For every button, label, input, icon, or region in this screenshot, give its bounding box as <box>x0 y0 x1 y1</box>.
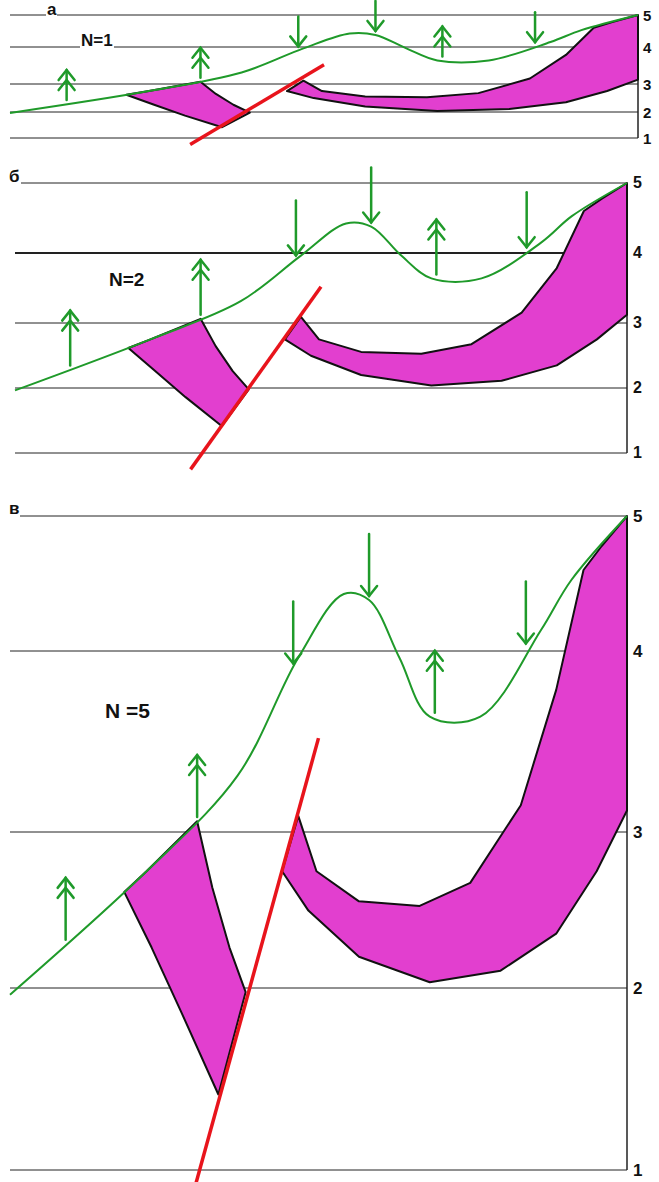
section-panel <box>10 516 627 1182</box>
level-line <box>15 252 627 254</box>
folded-layer <box>128 319 248 426</box>
uplift-arrow <box>192 48 208 78</box>
section-panel <box>10 1 638 145</box>
scale-factor: N =5 <box>104 700 151 721</box>
level-number: 5 <box>642 8 652 23</box>
subsidence-arrow <box>527 12 543 42</box>
subsidence-arrow <box>288 200 304 255</box>
subsidence-arrow <box>363 168 379 223</box>
subsidence-arrow <box>518 582 534 644</box>
uplift-arrow <box>62 311 78 366</box>
level-line <box>10 15 638 16</box>
subsidence-arrow <box>361 534 377 596</box>
panel-letter: а <box>46 1 57 18</box>
level-line <box>10 651 627 652</box>
level-line <box>10 112 638 113</box>
folded-layer <box>282 516 627 982</box>
level-line <box>15 388 627 389</box>
level-line <box>10 138 638 139</box>
uplift-arrow <box>193 260 209 315</box>
relief-surface <box>10 15 638 113</box>
uplift-arrow <box>58 878 74 940</box>
level-number: 3 <box>632 824 643 841</box>
level-number: 1 <box>642 131 652 146</box>
level-number: 1 <box>632 445 643 461</box>
level-number: 3 <box>632 315 643 331</box>
level-number: 3 <box>642 77 652 92</box>
scale-factor: N=2 <box>108 270 145 289</box>
subsidence-arrow <box>290 16 306 46</box>
level-number: 4 <box>632 643 643 660</box>
fault-line <box>191 287 321 470</box>
subsidence-arrow <box>519 192 535 247</box>
level-number: 4 <box>642 40 652 55</box>
subsidence-arrow <box>367 1 383 31</box>
level-number: 5 <box>632 175 643 191</box>
level-line <box>15 183 627 184</box>
fault-line <box>190 65 324 145</box>
level-line <box>15 453 627 454</box>
level-number: 2 <box>642 105 652 120</box>
level-line <box>10 516 627 517</box>
level-line <box>10 988 627 989</box>
folded-layer <box>124 821 245 1094</box>
level-number: 2 <box>632 980 643 997</box>
panel-letter: б <box>8 168 21 185</box>
panel-letter: в <box>8 500 20 517</box>
section-panel <box>15 168 627 470</box>
uplift-arrow <box>189 755 205 817</box>
relief-surface <box>15 183 627 390</box>
uplift-arrow <box>428 219 444 274</box>
level-number: 2 <box>632 380 643 396</box>
uplift-arrow <box>434 26 450 56</box>
fault-line <box>187 738 318 1182</box>
level-number: 1 <box>632 1162 643 1179</box>
level-number: 4 <box>632 245 643 261</box>
uplift-arrow <box>59 70 75 100</box>
level-number: 5 <box>632 508 643 525</box>
subsidence-arrow <box>285 602 301 664</box>
uplift-arrow <box>427 651 443 713</box>
relief-surface <box>10 516 627 995</box>
level-line <box>10 1170 627 1171</box>
scale-factor: N=1 <box>80 32 114 49</box>
